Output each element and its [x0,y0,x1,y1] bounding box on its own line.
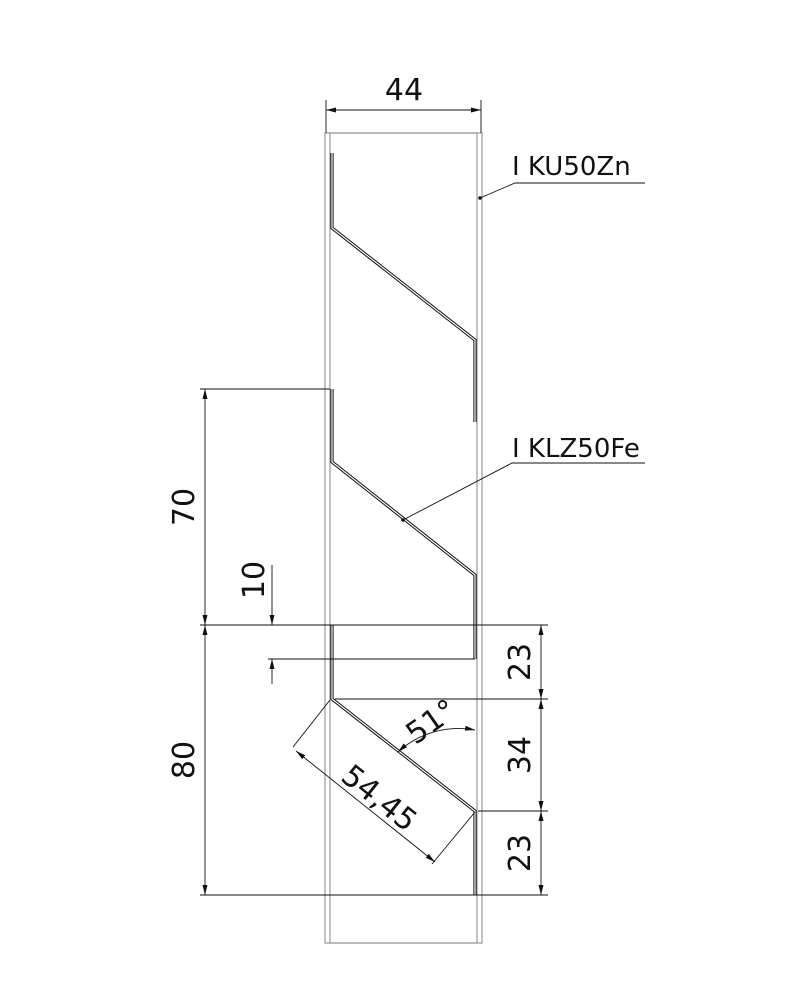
frame-part-label: I KU50Zn [512,152,631,182]
pitch-dimension-label: 70 [167,488,202,526]
louver-profile-1 [330,153,477,422]
pitch-dimension: 70 [167,388,548,626]
segment-mid-label: 34 [503,736,538,774]
overlap-dimension: 10 [237,561,475,684]
segment-dimensions: 23 34 23 [335,625,548,895]
louver-profile-2 [330,389,477,659]
frame-outline [324,132,483,944]
segment-top-label: 23 [503,643,538,681]
width-dimension: 44 [325,73,482,133]
frame-part-callout: I KU50Zn [478,152,645,200]
louver-part-label: I KLZ50Fe [512,434,640,464]
overlap-dimension-label: 10 [237,561,272,599]
segment-bottom-label: 23 [503,834,538,872]
louver-part-callout: I KLZ50Fe [401,434,645,522]
height-dimension-label: 80 [167,741,202,779]
slant-length-label: 54,45 [334,758,423,839]
width-dimension-label: 44 [385,73,423,108]
angle-dimension: 51° [397,693,476,753]
height-dimension: 80 [167,625,548,896]
